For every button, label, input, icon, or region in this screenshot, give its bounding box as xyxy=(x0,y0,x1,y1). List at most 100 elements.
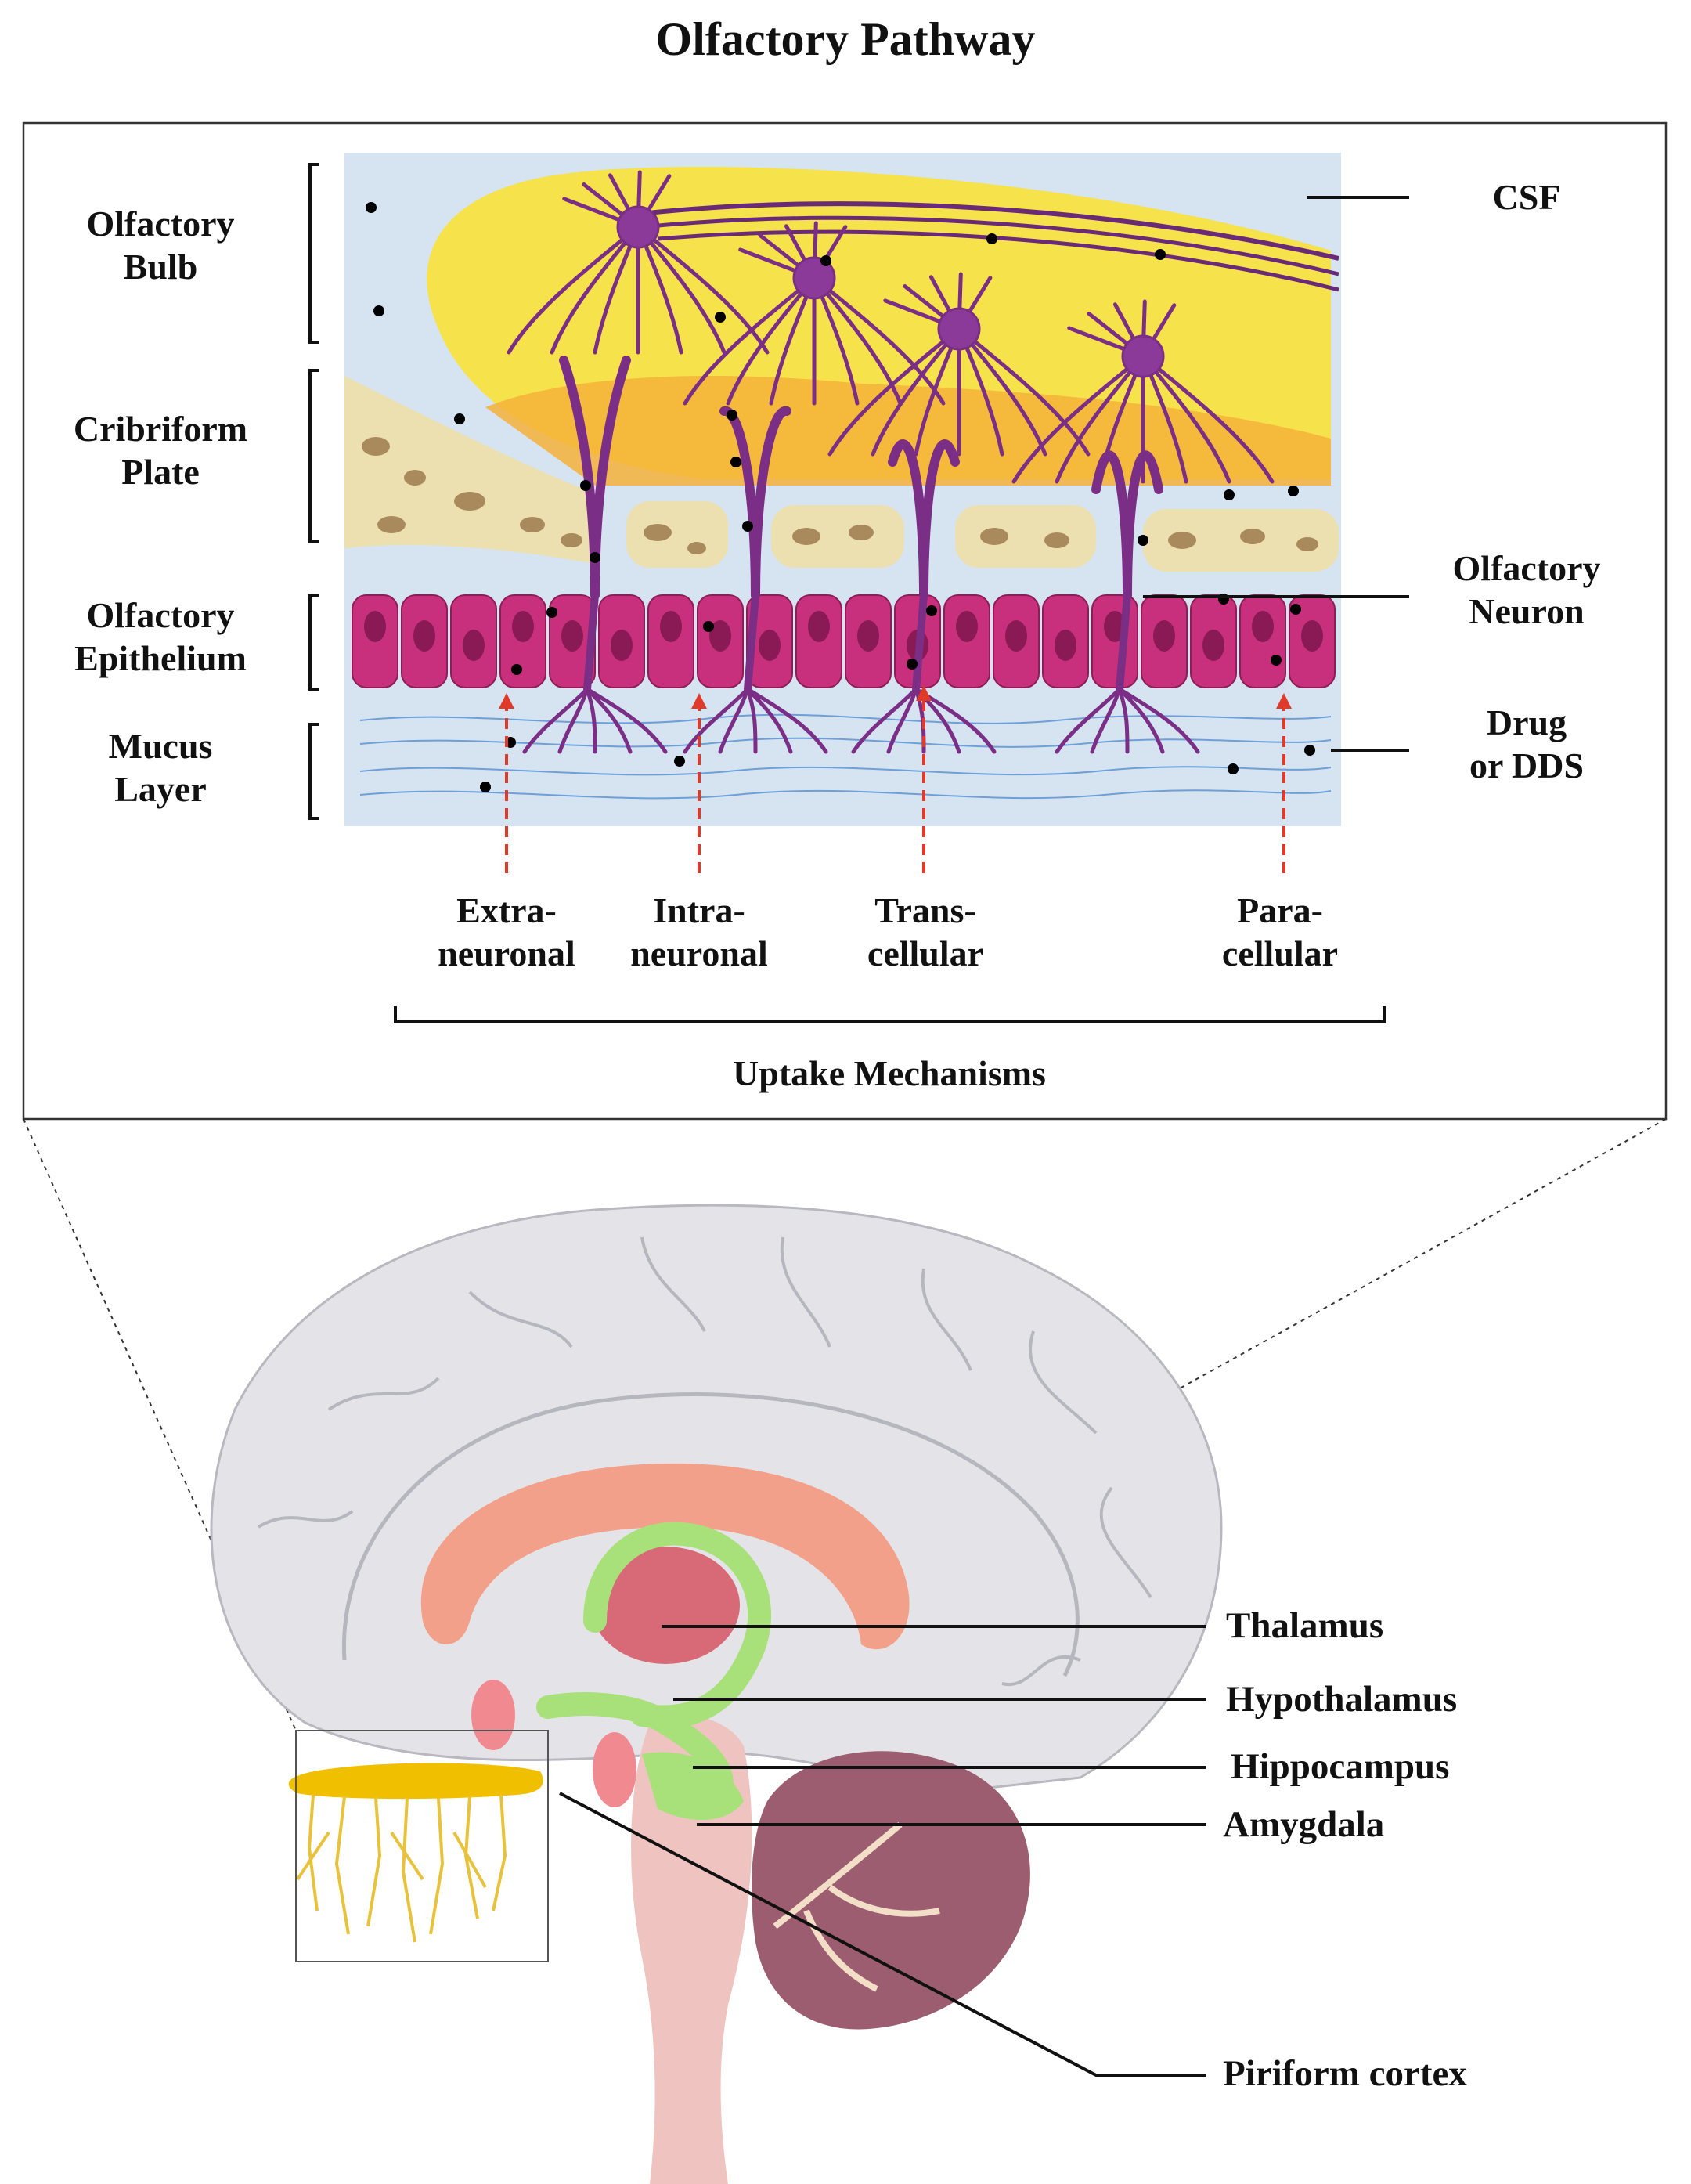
label-transcellular-line2: cellular xyxy=(867,933,984,974)
neuron-process xyxy=(522,687,590,754)
cell-nucleus xyxy=(561,620,583,652)
olfactory-bulb-core xyxy=(485,376,1331,486)
neuron-process xyxy=(912,591,928,693)
neuron-process xyxy=(1090,687,1122,754)
cell-nucleus xyxy=(611,630,633,661)
cell-nucleus xyxy=(1153,620,1175,652)
neuron-process xyxy=(1117,687,1200,754)
label-drug-dds-line2: or DDS xyxy=(1469,745,1585,786)
label-amygdala: Amygdala xyxy=(1223,1804,1385,1845)
label-transcellular-line1: Trans- xyxy=(874,890,976,930)
neuron-process xyxy=(751,406,791,600)
neuron-process xyxy=(636,225,770,355)
septal-shape xyxy=(471,1680,515,1750)
cell-nucleus xyxy=(512,611,534,642)
neuron-soma xyxy=(792,256,836,300)
label-extraneuronal-line1: Extra- xyxy=(456,890,557,930)
neuron-process xyxy=(1141,354,1275,484)
neuron-process xyxy=(683,276,817,406)
olfactory-tract-axons xyxy=(626,201,1339,261)
label-paracellular: Para- cellular xyxy=(1190,889,1370,975)
neuron-process xyxy=(1117,687,1165,754)
neuron-process xyxy=(1055,687,1122,754)
neuron-process xyxy=(557,687,590,754)
neuron-process xyxy=(683,687,750,754)
cell-nucleus xyxy=(1301,620,1323,652)
neuron-process xyxy=(745,687,828,754)
neuron-process xyxy=(585,687,668,754)
zoom-inset-box xyxy=(295,1730,549,1962)
neuron-soma xyxy=(616,205,660,249)
brain-sagittal-illustration xyxy=(210,1204,1223,2184)
label-uptake-mechanisms: Uptake Mechanisms xyxy=(733,1053,1046,1093)
drug-particles xyxy=(366,202,1315,792)
label-paracellular-line2: cellular xyxy=(1221,933,1339,974)
cerebellum xyxy=(752,1751,1030,2030)
cell-nucleus xyxy=(1055,630,1076,661)
cell-nucleus xyxy=(808,611,830,642)
label-olfactory-bulb-line2: Bulb xyxy=(123,247,198,287)
label-mucus-layer-line1: Mucus xyxy=(108,726,213,766)
label-cribriform-plate-line2: Plate xyxy=(121,452,200,493)
label-olfactory-bulb-line1: Olfactory xyxy=(86,204,235,244)
neuron-process xyxy=(827,327,961,457)
olfactory-detail-illustration xyxy=(344,153,1341,873)
thalamus-shape xyxy=(591,1547,740,1664)
neuron-process xyxy=(583,591,599,693)
label-olfactory-epithelium-line2: Epithelium xyxy=(74,638,247,679)
mitral-neuron xyxy=(683,221,946,754)
label-olfactory-epithelium: Olfactory Epithelium xyxy=(51,594,270,680)
label-transcellular: Trans- cellular xyxy=(835,889,1015,975)
label-hippocampus: Hippocampus xyxy=(1231,1746,1450,1787)
uptake-bracket xyxy=(394,1006,1386,1023)
label-olfactory-epithelium-line1: Olfactory xyxy=(86,595,235,635)
neuron-soma xyxy=(937,307,981,351)
neuron-process xyxy=(851,687,918,754)
olfactory-epithelium-cells xyxy=(352,594,1336,688)
olfactory-bulb-brain xyxy=(288,1763,543,1800)
label-thalamus: Thalamus xyxy=(1226,1605,1384,1646)
cell-nucleus xyxy=(413,620,435,652)
mitral-neuron xyxy=(1011,299,1275,754)
neuron-process xyxy=(585,687,633,754)
label-olfactory-bulb: Olfactory Bulb xyxy=(51,202,270,288)
brain-leader-lines xyxy=(559,1625,1206,2077)
amygdala-shape xyxy=(593,1732,636,1807)
brainstem xyxy=(631,1715,752,2184)
uptake-arrows xyxy=(505,697,1285,873)
label-cribriform-plate-line1: Cribriform xyxy=(73,409,248,449)
cell-nucleus xyxy=(660,611,682,642)
neuron-process xyxy=(886,687,918,754)
label-drug-dds: Drug or DDS xyxy=(1409,701,1644,787)
cell-nucleus xyxy=(1005,620,1027,652)
label-csf: CSF xyxy=(1492,177,1561,217)
label-drug-dds-line1: Drug xyxy=(1486,702,1567,742)
cingulate-sulcus xyxy=(341,1392,1080,1677)
cell-nucleus xyxy=(956,611,978,642)
label-intraneuronal-line2: neuronal xyxy=(630,933,768,974)
neuron-process xyxy=(718,687,750,754)
cell-nucleus xyxy=(364,611,386,642)
neuron-process xyxy=(1011,354,1145,484)
corpus-callosum xyxy=(420,1463,910,1650)
neuron-process xyxy=(744,591,759,693)
label-olfactory-neuron-line1: Olfactory xyxy=(1452,548,1601,588)
cell-nucleus xyxy=(1202,630,1224,661)
label-intraneuronal-line1: Intra- xyxy=(653,890,745,930)
label-extraneuronal: Extra- neuronal xyxy=(416,889,597,975)
neuron-process xyxy=(1123,450,1163,600)
right-leader-lines xyxy=(1143,196,1409,752)
neuron-process xyxy=(919,439,960,600)
label-hypothalamus: Hypothalamus xyxy=(1226,1679,1458,1720)
label-olfactory-neuron: Olfactory Neuron xyxy=(1409,547,1644,633)
cell-nucleus xyxy=(759,630,781,661)
cell-nucleus xyxy=(857,620,879,652)
neuron-process xyxy=(1116,591,1131,693)
bone-pores xyxy=(362,437,1318,554)
olfactory-nerve-fibers xyxy=(296,1794,507,1943)
cell-nucleus xyxy=(1252,611,1274,642)
label-mucus-layer-line2: Layer xyxy=(114,769,207,810)
label-extraneuronal-line2: neuronal xyxy=(438,933,575,974)
gyri-folds xyxy=(257,1236,1152,1687)
label-cribriform-plate: Cribriform Plate xyxy=(51,407,270,493)
